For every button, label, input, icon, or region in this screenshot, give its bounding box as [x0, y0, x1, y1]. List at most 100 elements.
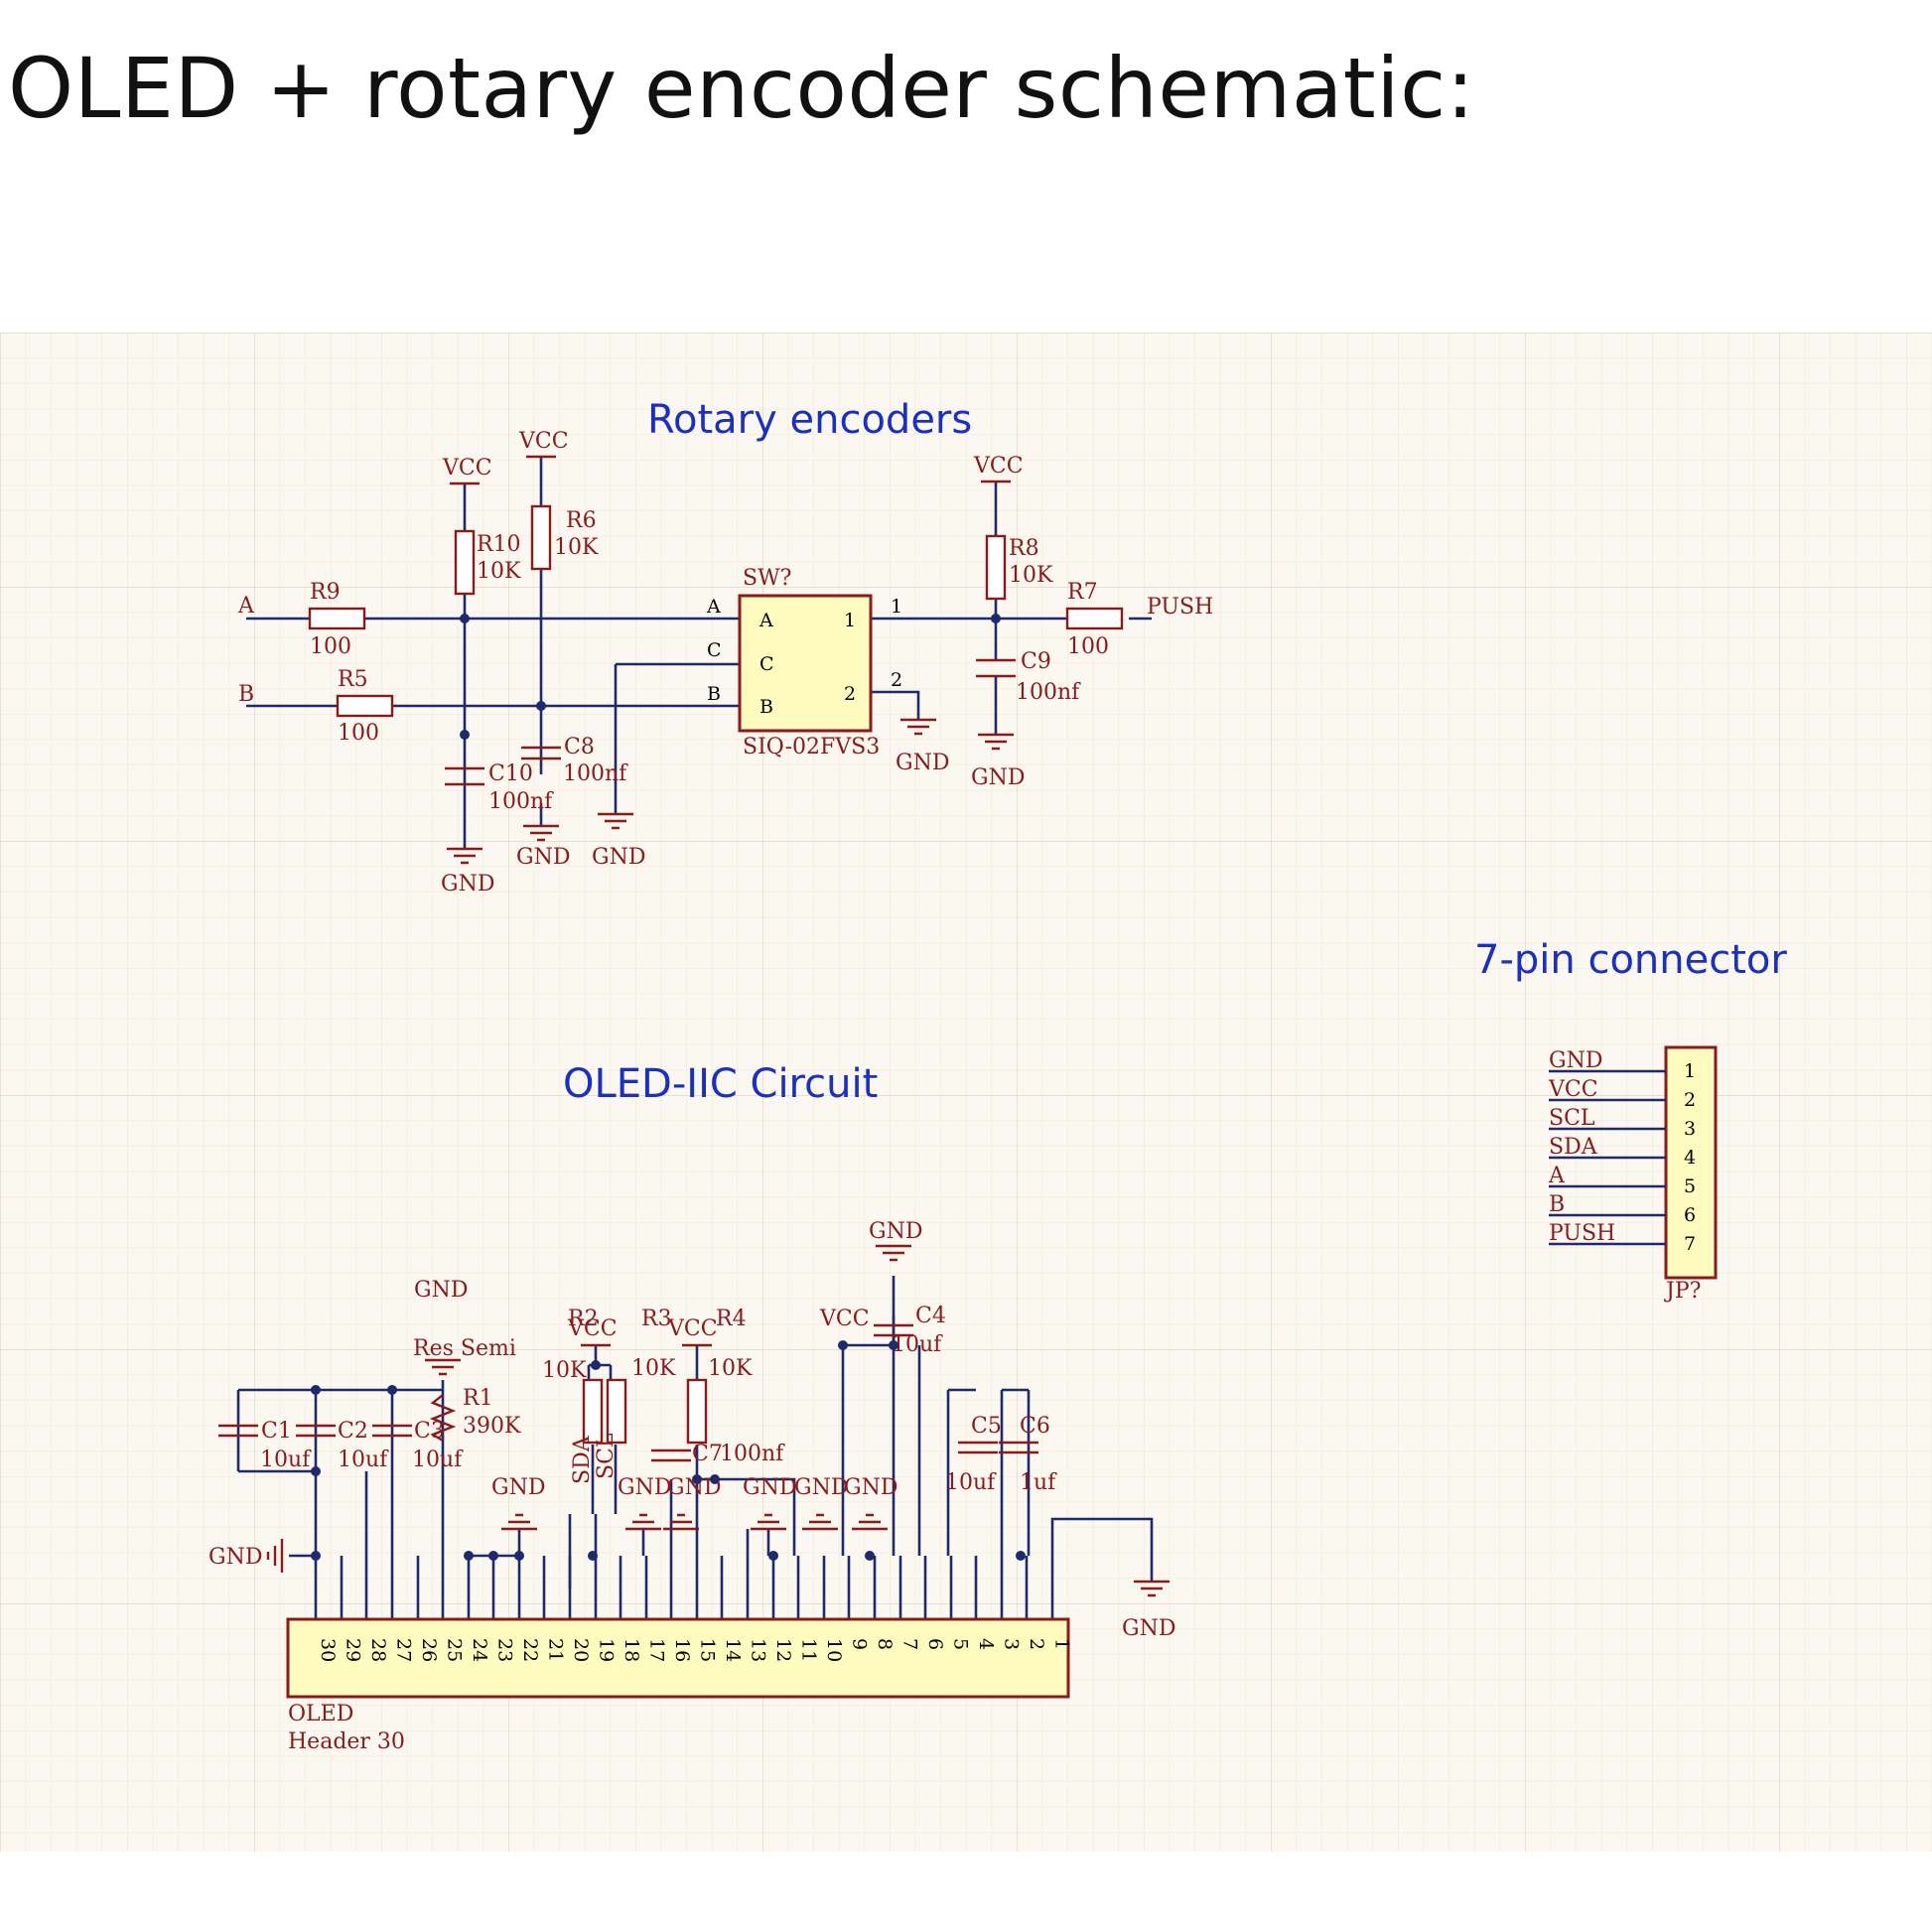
encoder-pin-2-outside: 2 [891, 669, 902, 691]
header-pin-number: 28 [367, 1638, 389, 1662]
svg-text:VCC: VCC [819, 1307, 870, 1331]
c10-ref: C10 [488, 761, 533, 786]
connector-label: GND [1549, 1048, 1602, 1073]
svg-text:VCC: VCC [567, 1316, 618, 1341]
r8-ref: R8 [1009, 536, 1039, 561]
junction-dot [1016, 1551, 1026, 1561]
gnd-symbol: GND [208, 1539, 284, 1573]
resistor-r10 [454, 529, 476, 596]
c4-ref: C4 [915, 1304, 946, 1328]
r7-value: 100 [1067, 634, 1109, 659]
header-pin-number: 17 [646, 1638, 668, 1662]
svg-text:GND: GND [896, 751, 949, 775]
net-label-sda: SDA [570, 1435, 595, 1484]
header-pin-number: 5 [950, 1638, 972, 1650]
r4-ref: R4 [716, 1307, 747, 1331]
gnd-symbol: GND [971, 733, 1025, 790]
junction-dot [514, 1551, 524, 1561]
resistor-r6 [530, 504, 552, 571]
header-pin-number: 13 [748, 1638, 769, 1662]
c9-ref: C9 [1021, 649, 1051, 674]
connector-label: A [1548, 1164, 1566, 1188]
vcc-symbol: VCC [518, 429, 569, 459]
r4-value: 10K [708, 1356, 753, 1381]
svg-text:GND: GND [516, 845, 570, 870]
gnd-symbol: GND [414, 1278, 468, 1376]
junction-dot [865, 1551, 875, 1561]
resistor-r7 [1065, 607, 1124, 630]
connector-heading: 7-pin connector [1474, 937, 1787, 983]
net-label-scl: SCL [594, 1433, 619, 1479]
r10-ref: R10 [477, 532, 521, 557]
svg-text:GND: GND [592, 845, 645, 870]
junction-dot [488, 1551, 498, 1561]
encoder-pin-1-inside: 1 [844, 610, 856, 631]
header-name: OLED [288, 1702, 353, 1726]
header-pin-number: 20 [570, 1638, 592, 1662]
junction-dot [311, 1551, 321, 1561]
svg-text:GND: GND [869, 1219, 922, 1244]
header-pin-number: 8 [874, 1638, 896, 1650]
c5-value: 10uf [945, 1470, 997, 1495]
r7-ref: R7 [1067, 580, 1098, 605]
page-title: OLED + rotary encoder schematic: [8, 40, 1475, 137]
connector-label: VCC [1548, 1077, 1598, 1102]
svg-text:GND: GND [208, 1545, 262, 1570]
rotary-encoder-section: R9 100 R5 100 R10 10K R6 10K R8 10K R7 1… [237, 429, 1213, 897]
c8-value: 100nf [563, 761, 628, 786]
header-pin-number: 23 [494, 1638, 516, 1662]
junction-dot [536, 701, 546, 711]
gnd-symbol: GND [592, 812, 645, 870]
net-label-b: B [238, 682, 254, 707]
connector-pin-number: 4 [1684, 1147, 1696, 1169]
encoder-pin-a-inside: A [759, 610, 773, 631]
connector-designator: JP? [1664, 1279, 1701, 1304]
vcc-symbol: VCC [567, 1316, 618, 1347]
c6-value: 1uf [1020, 1470, 1057, 1495]
res-semi-label: Res Semi [413, 1336, 516, 1361]
gnd-symbol: GND [441, 847, 494, 897]
junction-dot [460, 730, 470, 740]
r2-value: 10K [542, 1358, 587, 1383]
connector-pin-number: 6 [1684, 1204, 1696, 1226]
connector-label: B [1549, 1192, 1565, 1217]
oled-iic-section: C1 10uf C2 10uf C3 10uf R1 390K Res Semi… [208, 1219, 1175, 1754]
c8-ref: C8 [564, 735, 595, 759]
svg-text:GND: GND [441, 872, 494, 897]
header-pin-number: 25 [444, 1638, 466, 1662]
header-pin-number: 10 [823, 1638, 845, 1662]
c2-value: 10uf [338, 1448, 389, 1472]
junction-dot [591, 1360, 601, 1370]
header-pin-number: 21 [545, 1638, 567, 1662]
header-pin-number: 24 [469, 1638, 490, 1662]
c7-ref: C7 [692, 1442, 723, 1466]
connector-label: SCL [1549, 1106, 1595, 1131]
c2-ref: C2 [338, 1419, 368, 1444]
net-label-a: A [237, 594, 255, 619]
gnd-symbol: GND [794, 1475, 848, 1531]
r6-ref: R6 [566, 508, 597, 533]
header-pin-number: 15 [697, 1638, 719, 1662]
c7-value: 100nf [720, 1442, 785, 1466]
junction-dot [692, 1474, 702, 1484]
encoder-pin-a-outside: A [706, 596, 721, 618]
svg-text:GND: GND [414, 1278, 468, 1303]
header-pin-number: 2 [1026, 1638, 1047, 1650]
junction-dot [311, 1466, 321, 1476]
resistor-r8 [985, 534, 1007, 601]
svg-text:GND: GND [1122, 1616, 1175, 1641]
gnd-symbol: GND [491, 1475, 545, 1531]
header-pin-number: 22 [519, 1638, 541, 1662]
r9-ref: R9 [310, 580, 341, 605]
gnd-symbol: GND [896, 718, 949, 775]
c4-value: 10uf [892, 1332, 943, 1357]
oled-header-30 [286, 1617, 1070, 1699]
encoder-sw [738, 594, 873, 733]
header-pin-number: 1 [1051, 1638, 1073, 1650]
r1-ref: R1 [463, 1386, 493, 1411]
header-pin-number: 18 [621, 1638, 642, 1662]
header-pin-number: 29 [343, 1638, 364, 1662]
svg-text:GND: GND [794, 1475, 848, 1500]
